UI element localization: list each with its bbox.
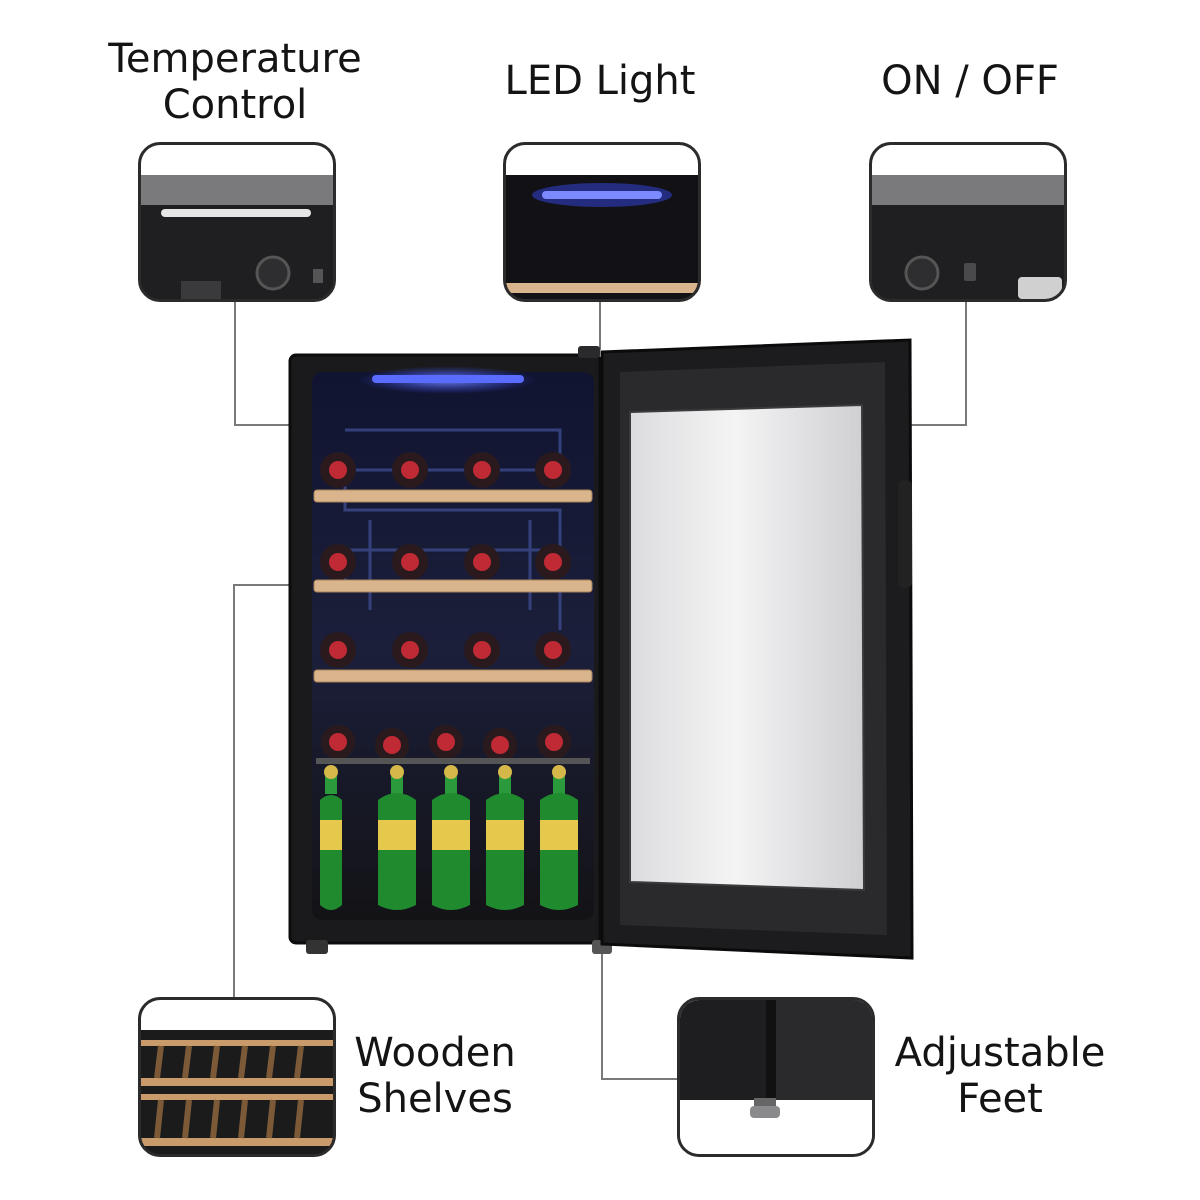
leader-line-feet-h bbox=[601, 1078, 677, 1080]
wine-row-4 bbox=[321, 725, 571, 762]
power-switch-icon bbox=[964, 263, 976, 281]
on-off-label: ON / OFF bbox=[881, 58, 1059, 104]
temperature-dial-icon bbox=[255, 255, 291, 291]
wooden-shelves-label: Wooden Shelves bbox=[354, 1030, 516, 1122]
led-strip bbox=[372, 375, 524, 383]
top-hinge bbox=[578, 346, 600, 358]
adjustable-feet-label: Adjustable Feet bbox=[894, 1030, 1106, 1122]
door-handle bbox=[898, 480, 912, 588]
wine-row-2 bbox=[320, 544, 571, 580]
on-off-callout bbox=[869, 142, 1067, 302]
adjustable-feet-callout bbox=[677, 997, 875, 1157]
wire-rack bbox=[316, 758, 590, 764]
wine-row-1 bbox=[320, 452, 571, 488]
temperature-display-strip bbox=[161, 209, 311, 217]
foot-left bbox=[306, 940, 328, 954]
leader-line-shelves-v bbox=[233, 585, 235, 997]
wine-bottle-rows bbox=[320, 452, 571, 762]
leader-line-feet-v bbox=[601, 950, 603, 1080]
adjustable-foot-icon bbox=[750, 1106, 780, 1118]
wine-row-3 bbox=[320, 632, 571, 668]
led-light-label: LED Light bbox=[504, 58, 696, 104]
led-strip-closeup bbox=[542, 191, 662, 199]
led-light-callout bbox=[503, 142, 701, 302]
wooden-shelves-callout bbox=[138, 997, 336, 1157]
temperature-control-callout bbox=[138, 142, 336, 302]
soda-bottles bbox=[320, 765, 578, 910]
wooden-shelf-2 bbox=[313, 579, 593, 593]
leader-line-onoff-v bbox=[965, 298, 967, 426]
leader-line-led-v bbox=[599, 298, 601, 350]
glass-door-pane bbox=[629, 403, 866, 892]
wooden-shelf-3 bbox=[313, 669, 593, 683]
temperature-control-label: Temperature Control bbox=[108, 36, 362, 128]
wooden-shelf-1 bbox=[313, 489, 593, 503]
shelf-edge-closeup bbox=[506, 283, 698, 293]
leader-line-temperature-v bbox=[234, 298, 236, 426]
